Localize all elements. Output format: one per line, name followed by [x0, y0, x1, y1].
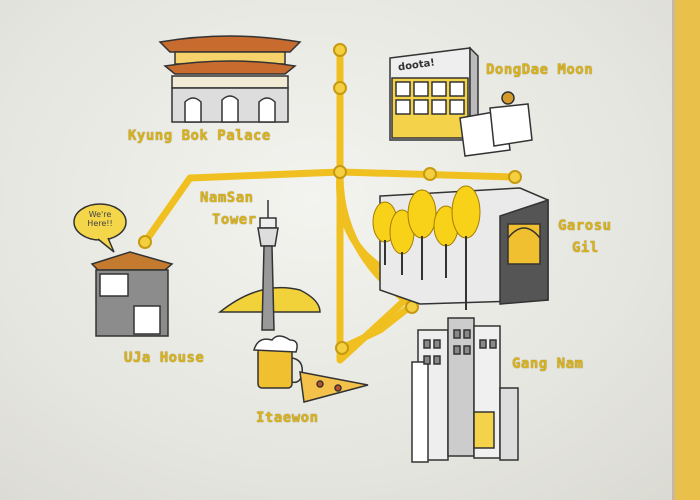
label-garosu-line1: Garosu: [558, 218, 612, 234]
label-uja-house: UJa House: [124, 350, 205, 366]
label-dongdaemoon: DongDae Moon: [486, 62, 594, 78]
speech-bubble: [73, 203, 127, 253]
uja-house-drawing: [90, 251, 174, 337]
ginkgo-trees: [372, 185, 481, 255]
dongdaemoon-building-drawing: [389, 46, 533, 157]
door-frame: [672, 0, 700, 500]
namsan-tower-drawing: [217, 200, 321, 331]
label-namsan-line2: Tower: [212, 212, 257, 228]
bubble-line1: We're: [88, 210, 112, 219]
speech-bubble-text: We're Here!!: [78, 210, 122, 228]
palace-gate-drawing: [158, 35, 302, 123]
label-kyung-bok-palace: Kyung Bok Palace: [128, 128, 271, 144]
label-gangnam: Gang Nam: [512, 356, 584, 372]
gangnam-buildings-drawing: [411, 317, 519, 463]
route-stations: [138, 43, 522, 355]
itaewon-food-drawing: [253, 335, 369, 403]
label-garosu-line2: Gil: [572, 240, 599, 256]
label-namsan-line1: NamSan: [200, 190, 254, 206]
bubble-line2: Here!!: [87, 219, 113, 228]
label-itaewon: Itaewon: [256, 410, 319, 426]
tree-trunks: [384, 236, 467, 310]
